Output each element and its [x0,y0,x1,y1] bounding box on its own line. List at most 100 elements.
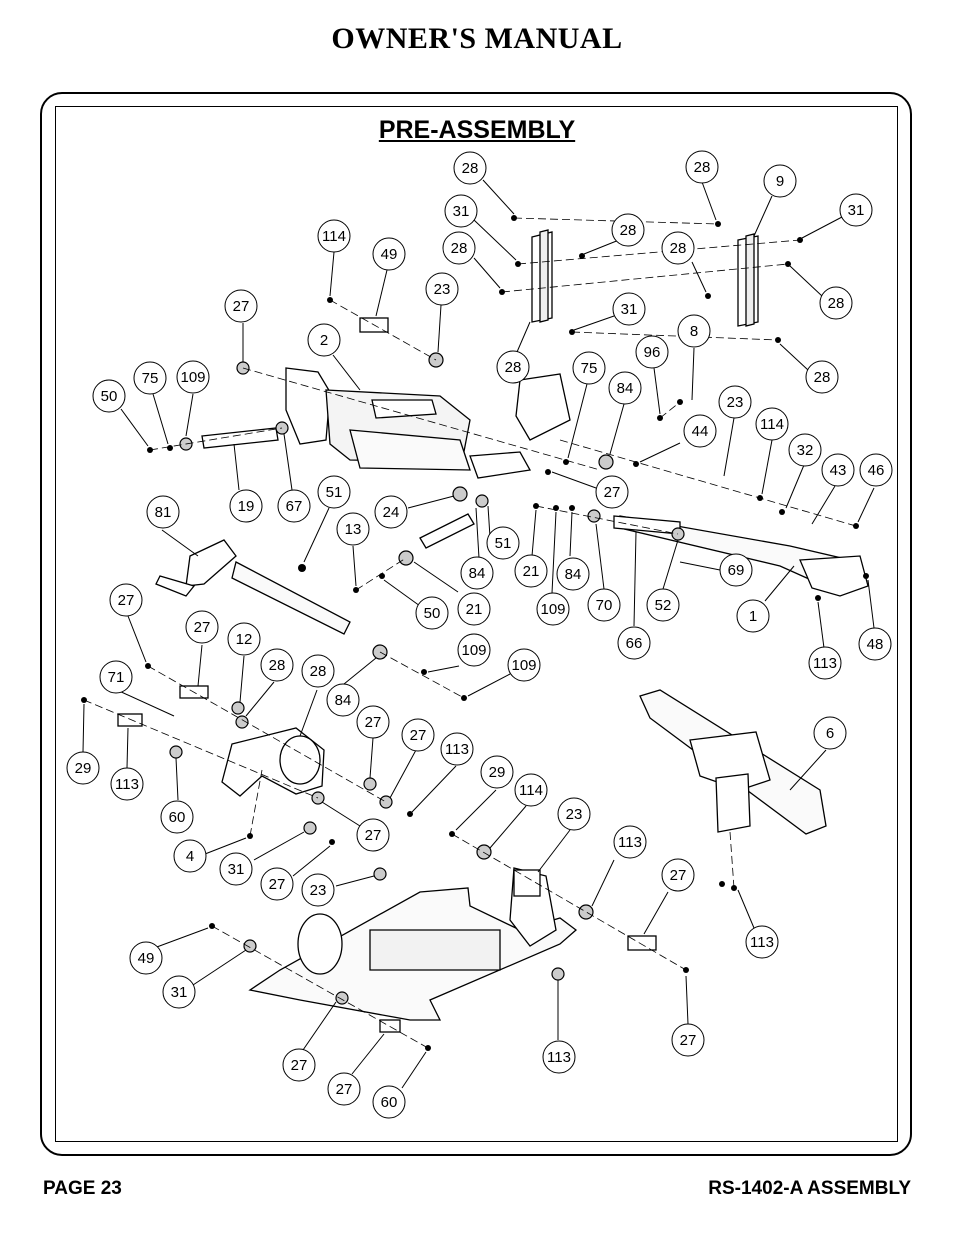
callout-number: 29 [75,760,92,777]
callout-circle [425,272,459,306]
model-assembly-label: RS-1402-A ASSEMBLY [708,1178,911,1199]
callout-circle [719,553,753,587]
callout-number: 43 [830,462,847,479]
part-callout: 75 [133,361,167,395]
callout-number: 31 [171,984,188,1001]
callout-number: 23 [310,882,327,899]
callout-number: 27 [680,1032,697,1049]
callout-circle [611,213,645,247]
callout-number: 114 [760,416,784,433]
callout-circle [374,495,408,529]
callout-circle [307,323,341,357]
callout-circle [109,583,143,617]
part-callout: 84 [608,371,642,405]
part-callout: 81 [146,495,180,529]
part-callout: 28 [442,231,476,265]
callout-number: 84 [617,380,634,397]
part-callout: 31 [839,193,873,227]
part-callout: 29 [480,755,514,789]
callout-number: 28 [269,657,286,674]
part-callout: 43 [821,453,855,487]
callout-circle [185,610,219,644]
callout-number: 71 [108,669,125,686]
part-callout: 27 [185,610,219,644]
callout-circle [66,751,100,785]
callout-circle [821,453,855,487]
part-callout: 1 [736,599,770,633]
callout-number: 6 [826,725,834,742]
part-callout: 52 [646,588,680,622]
callout-circle [457,592,491,626]
part-callout: 19 [229,489,263,523]
callout-number: 67 [286,498,303,515]
callout-circle [301,873,335,907]
part-callout: 48 [858,627,892,661]
callout-number: 49 [138,950,155,967]
part-callout: 12 [227,622,261,656]
part-callout: 109 [536,592,570,626]
callout-number: 113 [445,741,469,758]
callout-circle [327,1072,361,1106]
callout-number: 31 [848,202,865,219]
callout-circle [542,1040,576,1074]
part-callout: 23 [301,873,335,907]
callout-circle [763,164,797,198]
part-callout: 27 [671,1023,705,1057]
callout-number: 27 [365,714,382,731]
section-title: PRE-ASSEMBLY [378,116,576,144]
callout-number: 109 [180,369,205,386]
callout-number: 48 [867,636,884,653]
callout-circle [646,588,680,622]
part-callout: 114 [317,219,351,253]
callout-number: 60 [169,809,186,826]
part-callout: 8 [677,314,711,348]
part-callout: 23 [718,385,752,419]
callout-circle [661,231,695,265]
callout-circle [813,716,847,750]
part-callout: 31 [612,292,646,326]
callout-number: 28 [670,240,687,257]
part-callout: 66 [617,626,651,660]
part-callout: 113 [613,825,647,859]
callout-number: 96 [644,344,661,361]
part-callout: 28 [260,648,294,682]
callout-circle [486,526,520,560]
callout-number: 23 [566,806,583,823]
part-callout: 113 [110,767,144,801]
part-callout: 109 [507,648,541,682]
callout-circle [326,683,360,717]
part-callout: 96 [635,335,669,369]
part-callout: 109 [457,633,491,667]
callout-number: 113 [115,776,139,793]
callout-circle [536,592,570,626]
callout-circle [133,361,167,395]
callout-circle [317,475,351,509]
callout-circle [514,554,548,588]
callout-circle [356,818,390,852]
part-callout: 28 [805,360,839,394]
part-callout: 27 [109,583,143,617]
callout-circle [736,599,770,633]
part-callout: 28 [661,231,695,265]
callout-number: 24 [383,504,400,521]
callout-number: 49 [381,246,398,263]
callout-number: 28 [462,160,479,177]
callout-number: 27 [118,592,135,609]
callout-circle [613,825,647,859]
callout-number: 23 [727,394,744,411]
callout-number: 69 [728,562,745,579]
callout-circle [683,414,717,448]
part-callout: 27 [327,1072,361,1106]
callout-number: 113 [813,655,837,672]
callout-circle [453,151,487,185]
part-callout: 27 [401,718,435,752]
callout-circle [356,705,390,739]
callout-number: 19 [238,498,255,515]
callout-circle [496,350,530,384]
callout-circle [859,453,893,487]
part-callout: 113 [745,925,779,959]
callout-number: 27 [269,876,286,893]
callout-number: 2 [320,332,328,349]
callout-number: 75 [581,360,598,377]
